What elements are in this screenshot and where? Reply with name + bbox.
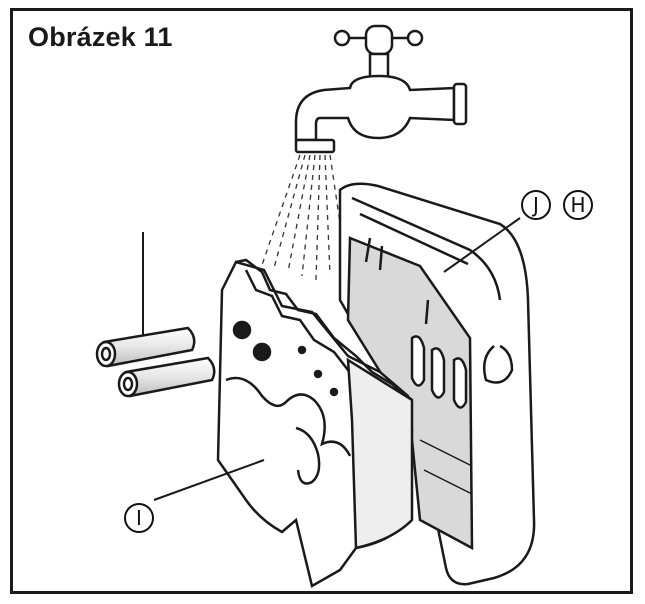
sleeve-parts bbox=[97, 232, 214, 396]
callout-h: H bbox=[563, 190, 593, 220]
callout-i: I bbox=[124, 503, 154, 533]
callout-j: J bbox=[521, 190, 551, 220]
faucet-icon bbox=[296, 26, 466, 152]
water-spray bbox=[262, 155, 344, 280]
